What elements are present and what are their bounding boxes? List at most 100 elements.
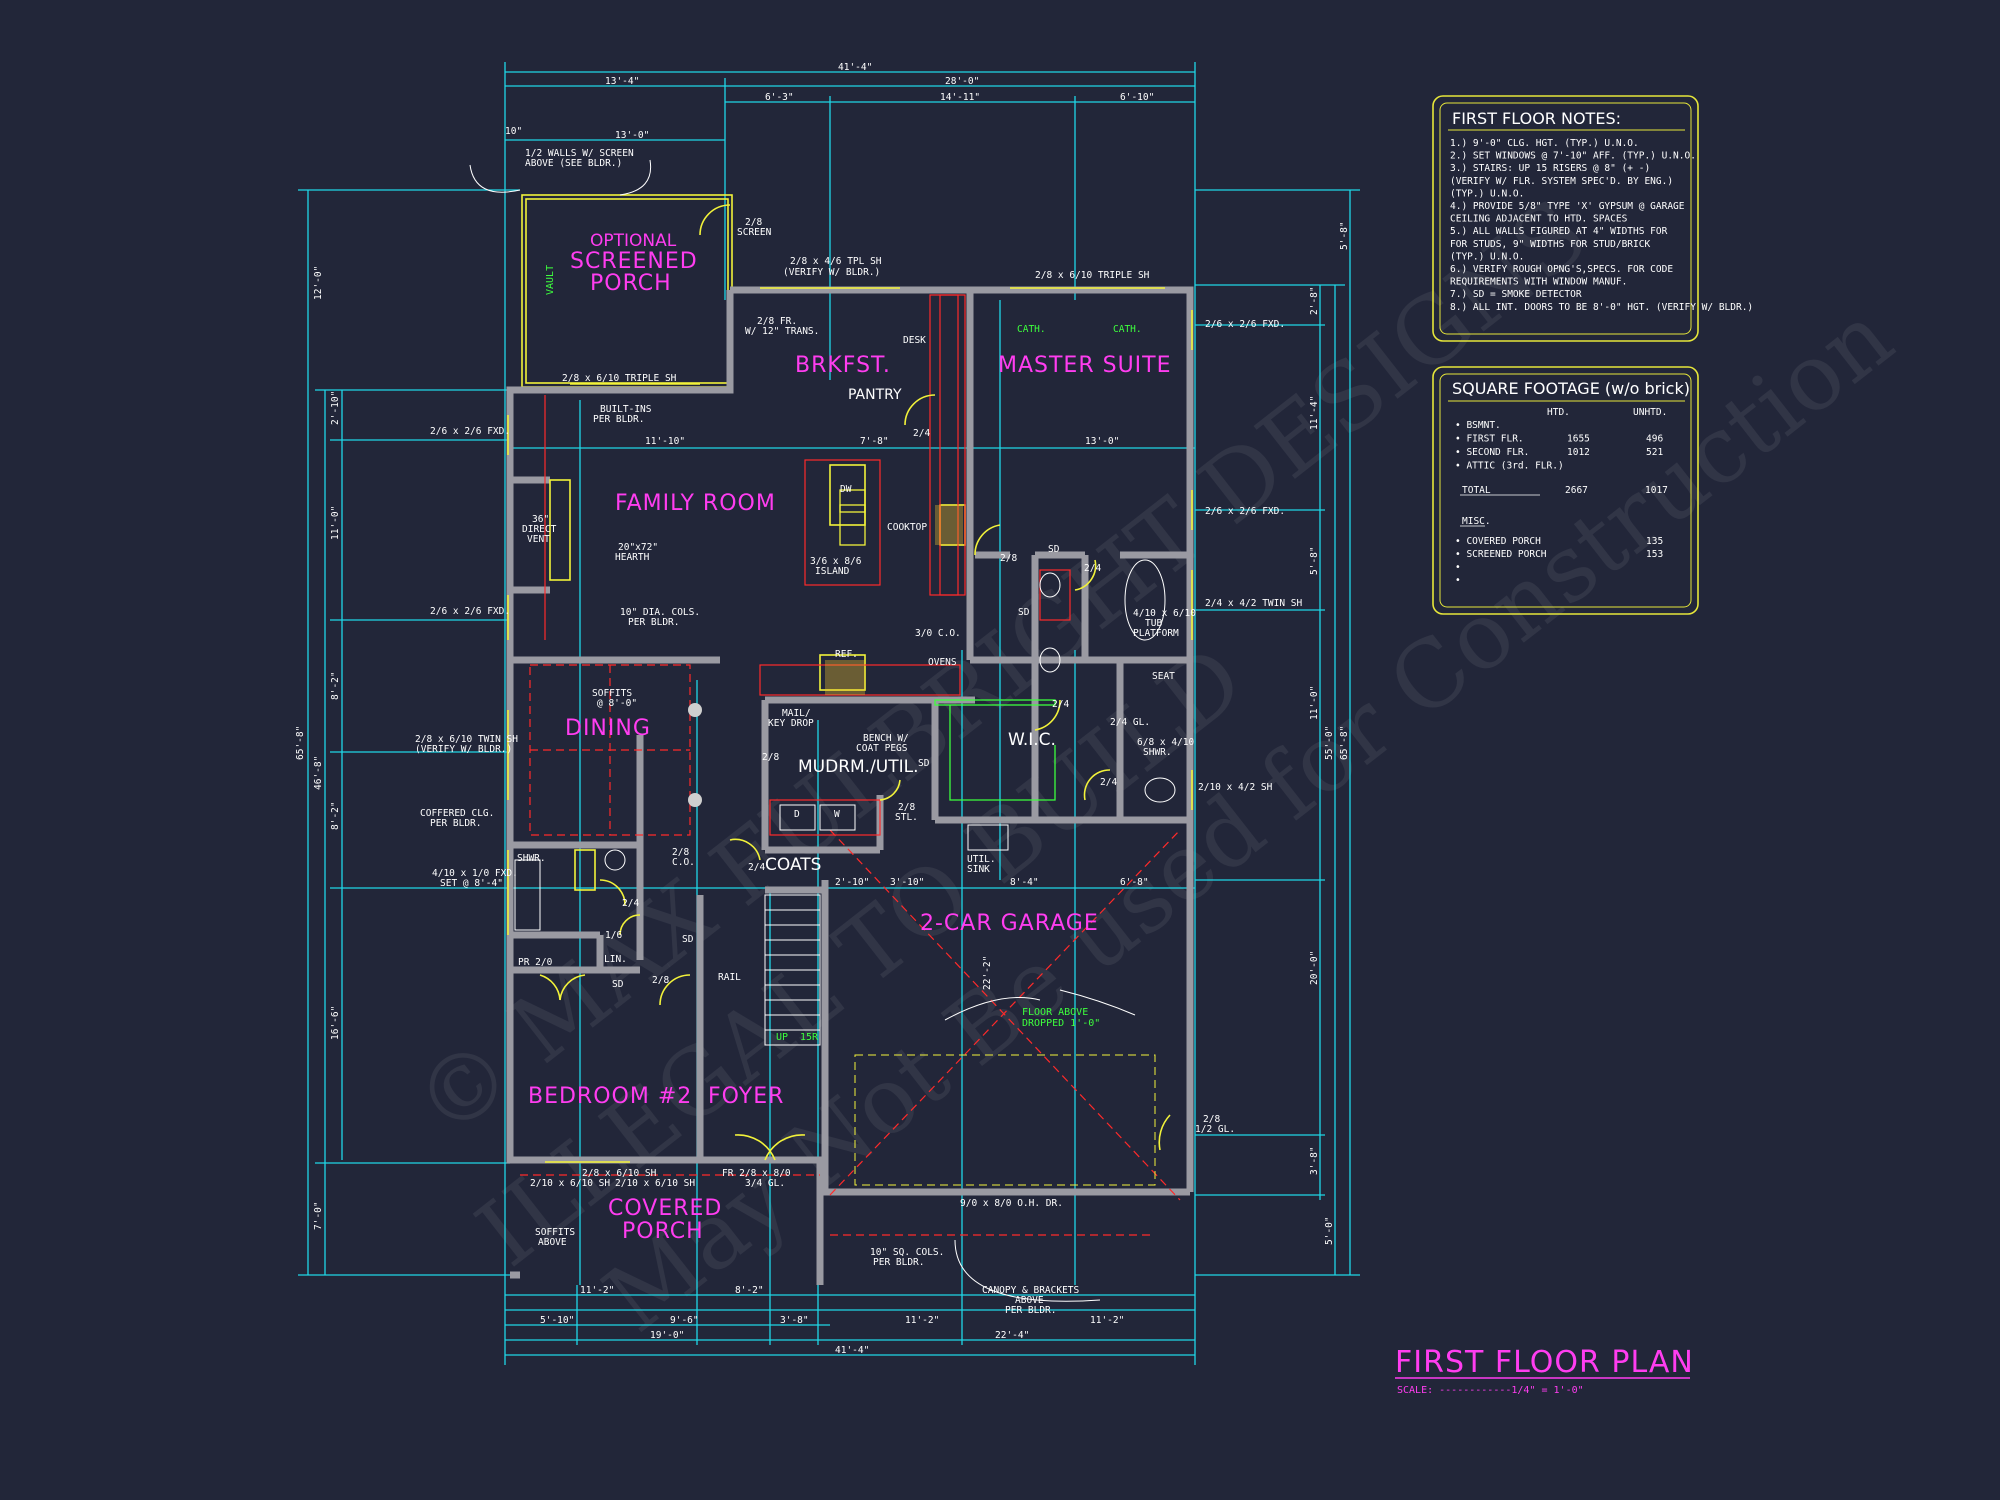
svg-text:8'-2": 8'-2" bbox=[330, 801, 341, 830]
garage-label: 2-CAR GARAGE bbox=[920, 911, 1099, 936]
svg-text:3'-8": 3'-8" bbox=[1309, 1146, 1320, 1175]
dim-top-overall: 41'-4" bbox=[838, 62, 872, 73]
sqft-row-label: • BSMNT. bbox=[1455, 420, 1501, 431]
svg-text:20"x72": 20"x72" bbox=[618, 542, 658, 553]
plan-scale-text: SCALE: ------------1/4" = 1'-0" bbox=[1397, 1385, 1584, 1396]
svg-text:10" SQ. COLS.: 10" SQ. COLS. bbox=[870, 1247, 944, 1258]
dim-bot-overall: 41'-4" bbox=[835, 1345, 869, 1356]
svg-text:2/6 x 2/6 FXD.: 2/6 x 2/6 FXD. bbox=[1205, 319, 1285, 330]
dim-porch-w: 13'-0" bbox=[615, 130, 649, 141]
svg-text:ABOVE (SEE BLDR.): ABOVE (SEE BLDR.) bbox=[525, 158, 622, 169]
svg-text:8'-2": 8'-2" bbox=[330, 671, 341, 700]
svg-text:SET @ 8'-4": SET @ 8'-4" bbox=[440, 878, 503, 889]
svg-text:BENCH W/: BENCH W/ bbox=[863, 733, 909, 744]
svg-text:STL.: STL. bbox=[895, 812, 918, 823]
dim-g-c: 8'-4" bbox=[1010, 877, 1039, 888]
lin-label: LIN. bbox=[604, 954, 627, 965]
dim-bot-a: 5'-10" bbox=[540, 1315, 574, 1326]
svg-text:REF.: REF. bbox=[835, 649, 858, 660]
dim-bot-d: 11'-2" bbox=[905, 1315, 939, 1326]
svg-text:FR 2/8 x 8/0: FR 2/8 x 8/0 bbox=[722, 1168, 791, 1179]
svg-text:SEAT: SEAT bbox=[1152, 671, 1175, 682]
screened-porch-label-1: OPTIONAL bbox=[590, 231, 677, 251]
sqft-misc-label: • COVERED PORCH bbox=[1455, 536, 1541, 547]
svg-text:DW: DW bbox=[840, 484, 852, 495]
covered-porch-label-2: PORCH bbox=[622, 1219, 704, 1244]
svg-text:2/8 x 6/10 SH: 2/8 x 6/10 SH bbox=[582, 1168, 657, 1179]
fixtures bbox=[469, 159, 1176, 1302]
svg-text:2/8 x 6/10 TWIN SH: 2/8 x 6/10 TWIN SH bbox=[415, 734, 518, 745]
svg-text:CANOPY & BRACKETS: CANOPY & BRACKETS bbox=[982, 1285, 1080, 1296]
svg-text:PER BLDR.: PER BLDR. bbox=[1005, 1305, 1056, 1316]
sqft-row-label: • ATTIC (3rd. FLR.) bbox=[1455, 461, 1564, 472]
brkfst-label: BRKFST. bbox=[795, 353, 891, 378]
svg-text:2/6 x 2/6 FXD.: 2/6 x 2/6 FXD. bbox=[1205, 506, 1285, 517]
sqft-misc-label: MISC. bbox=[1462, 516, 1491, 527]
annotations: 1/2 WALLS W/ SCREEN ABOVE (SEE BLDR.) 2/… bbox=[415, 148, 1303, 1316]
svg-text:55'-0": 55'-0" bbox=[1324, 726, 1335, 760]
svg-text:1/2 WALLS W/ SCREEN: 1/2 WALLS W/ SCREEN bbox=[525, 148, 634, 159]
svg-text:2/8: 2/8 bbox=[672, 847, 689, 858]
svg-text:2'-10": 2'-10" bbox=[330, 391, 341, 425]
screened-porch-label-3: PORCH bbox=[590, 271, 672, 296]
dim-top-right: 28'-0" bbox=[945, 76, 979, 87]
svg-text:2/4: 2/4 bbox=[1052, 699, 1069, 710]
svg-text:KEY DROP: KEY DROP bbox=[768, 718, 814, 729]
dim-bot-e: 11'-2" bbox=[1090, 1315, 1124, 1326]
note-line: (TYP.) U.N.O. bbox=[1450, 251, 1524, 262]
svg-text:COOKTOP: COOKTOP bbox=[887, 522, 927, 533]
svg-text:11'-4": 11'-4" bbox=[1309, 396, 1320, 430]
svg-text:20'-0": 20'-0" bbox=[1309, 951, 1320, 985]
sqft-row-label: • SECOND FLR. bbox=[1455, 447, 1529, 458]
note-line: CEILING ADJACENT TO HTD. SPACES bbox=[1450, 214, 1628, 225]
sqft-total-unhtd: 1017 bbox=[1645, 485, 1668, 496]
svg-text:C.O.: C.O. bbox=[672, 857, 695, 868]
svg-text:12'-0": 12'-0" bbox=[313, 266, 324, 300]
dimension-text: 41'-4" 13'-4" 28'-0" 6'-3" 14'-11" 6'-10… bbox=[295, 62, 1350, 1356]
svg-text:2/8: 2/8 bbox=[745, 217, 762, 228]
pantry-label: PANTRY bbox=[848, 387, 902, 403]
coffered-ceiling bbox=[520, 664, 1181, 1236]
svg-text:11'-0": 11'-0" bbox=[1309, 686, 1320, 720]
svg-text:FLOOR ABOVE: FLOOR ABOVE bbox=[1022, 1007, 1088, 1018]
svg-text:2/4: 2/4 bbox=[748, 862, 765, 873]
sqft-col-htd: HTD. bbox=[1547, 407, 1570, 418]
svg-text:2/10 x 6/10 SH: 2/10 x 6/10 SH bbox=[615, 1178, 695, 1189]
svg-text:CATH.: CATH. bbox=[1017, 324, 1046, 335]
dining-label: DINING bbox=[565, 716, 651, 741]
square-footage-panel: SQUARE FOOTAGE (w/o brick) HTD. UNHTD. •… bbox=[1432, 366, 1699, 615]
note-line: 3.) STAIRS: UP 15 RISERS @ 8" (+ -) bbox=[1450, 163, 1650, 174]
svg-text:COFFERED CLG.: COFFERED CLG. bbox=[420, 808, 494, 819]
dim-bot-c: 3'-8" bbox=[780, 1315, 809, 1326]
sqft-misc-label: • bbox=[1455, 575, 1461, 586]
svg-text:PLATFORM: PLATFORM bbox=[1133, 628, 1179, 639]
svg-text:4/10 x 6/10: 4/10 x 6/10 bbox=[1133, 608, 1196, 619]
svg-text:2/4 x 4/2 TWIN SH: 2/4 x 4/2 TWIN SH bbox=[1205, 598, 1303, 609]
sqft-col-unhtd: UNHTD. bbox=[1633, 407, 1667, 418]
svg-text:SHWR.: SHWR. bbox=[517, 853, 546, 864]
sqft-total-htd: 2667 bbox=[1565, 485, 1588, 496]
svg-text:PER BLDR.: PER BLDR. bbox=[873, 1257, 924, 1268]
note-line: (TYP.) U.N.O. bbox=[1450, 188, 1524, 199]
svg-text:2/8 x 6/10 TRIPLE SH: 2/8 x 6/10 TRIPLE SH bbox=[1035, 270, 1150, 281]
svg-text:SINK: SINK bbox=[967, 864, 990, 875]
svg-text:2/8: 2/8 bbox=[898, 802, 915, 813]
svg-text:ABOVE: ABOVE bbox=[538, 1237, 567, 1248]
dim-bot2-b: 8'-2" bbox=[735, 1285, 764, 1296]
sqft-total-label: TOTAL bbox=[1462, 485, 1491, 496]
cabinets bbox=[544, 294, 1071, 836]
svg-text:PER BLDR.: PER BLDR. bbox=[430, 818, 481, 829]
svg-text:65'-8": 65'-8" bbox=[295, 726, 306, 760]
svg-text:2/8 x 4/6 TPL SH: 2/8 x 4/6 TPL SH bbox=[790, 256, 882, 267]
note-line: 1.) 9'-0" CLG. HGT. (TYP.) U.N.O. bbox=[1450, 138, 1639, 149]
sqft-row-htd: 1012 bbox=[1567, 447, 1590, 458]
mudrm-label: MUDRM./UTIL. bbox=[798, 757, 919, 777]
svg-text:TUB: TUB bbox=[1145, 618, 1162, 629]
sqft-row-unhtd: 521 bbox=[1646, 447, 1663, 458]
svg-text:SD: SD bbox=[612, 979, 624, 990]
svg-text:MAIL/: MAIL/ bbox=[782, 708, 811, 719]
svg-text:7'-0": 7'-0" bbox=[313, 1201, 324, 1230]
svg-text:65'-8": 65'-8" bbox=[1339, 726, 1350, 760]
